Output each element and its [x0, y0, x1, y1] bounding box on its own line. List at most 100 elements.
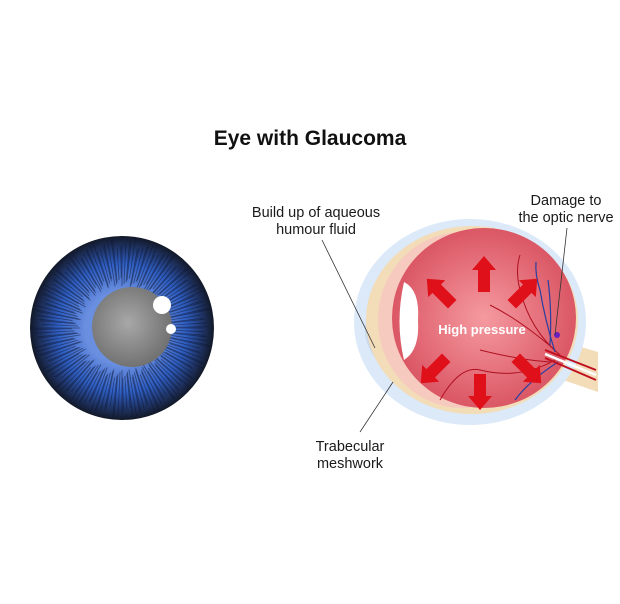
iris-fiber	[145, 254, 170, 292]
trabecular-label-2: meshwork	[317, 456, 384, 472]
optic-nerve-core	[544, 352, 597, 377]
iris-fiber	[36, 339, 78, 352]
iris-fiber	[171, 335, 208, 342]
iris-fiber	[153, 267, 183, 296]
iris-fiber	[164, 349, 203, 369]
iris-fiber	[117, 371, 121, 415]
iris-fiber	[43, 298, 83, 314]
iris-fiber	[37, 314, 73, 321]
iris-fiber	[64, 360, 93, 392]
iris-fiber	[148, 255, 174, 291]
aqueous-label-2: humour fluid	[276, 222, 356, 238]
iris-fiber	[83, 253, 103, 290]
iris-fiber	[40, 320, 77, 325]
iris-fiber	[84, 370, 101, 403]
iris-fibers	[31, 238, 211, 418]
iris-fiber	[169, 332, 207, 338]
iris-fiber	[45, 348, 86, 373]
iris-fiber	[103, 244, 112, 280]
iris-fiber	[159, 354, 192, 378]
iris-fiber	[47, 353, 80, 373]
iris-fiber	[54, 267, 90, 299]
iris-fiber	[56, 354, 88, 378]
iris-fiber	[37, 332, 77, 338]
iris-fiber	[66, 359, 95, 392]
iris-fiber	[90, 368, 106, 402]
iris-fiber	[60, 360, 91, 391]
iris-fiber	[139, 374, 156, 413]
iris-fiber	[135, 367, 149, 404]
iris-fiber	[129, 238, 136, 279]
iris-fiber	[166, 304, 206, 317]
iris-fiber	[54, 361, 86, 389]
iris-fiber	[44, 345, 76, 359]
iris-fiber	[52, 283, 86, 305]
iris-fiber	[148, 360, 178, 396]
iris-fiber	[39, 341, 81, 356]
iris-fiber	[132, 376, 141, 413]
iris-fiber	[126, 371, 134, 418]
iris-fiber	[148, 367, 167, 395]
iris-fiber	[116, 248, 120, 281]
iris-fiber	[43, 294, 82, 312]
iris-fiber	[74, 366, 95, 393]
iris-fiber	[49, 346, 81, 362]
iris-fiber	[166, 339, 200, 349]
iris-fiber	[141, 371, 159, 410]
iris-fiber	[35, 309, 80, 320]
iris-fiber	[41, 341, 83, 356]
lens	[399, 282, 419, 360]
iris-fiber	[135, 246, 148, 283]
iris-fiber	[78, 364, 102, 404]
iris-fiber	[80, 371, 98, 403]
iris-fiber	[99, 249, 111, 284]
iris-front-view	[30, 236, 214, 420]
iris-fiber	[105, 369, 115, 409]
eye-cross-section: High pressure	[354, 219, 598, 425]
iris-fiber	[135, 369, 148, 406]
iris-fiber	[143, 254, 159, 286]
iris-fiber	[66, 267, 90, 294]
iris-fiber	[80, 257, 102, 292]
iris-fiber	[42, 324, 79, 327]
iris-fiber	[158, 351, 193, 374]
iris-fiber	[107, 242, 116, 287]
iris-fiber	[167, 318, 205, 324]
iris-fiber	[112, 238, 118, 283]
iris-fiber	[133, 247, 144, 284]
iris-fiber	[33, 338, 76, 349]
pupil	[92, 287, 172, 367]
iris-fiber	[80, 259, 97, 286]
iris-fiber	[96, 251, 109, 287]
iris-fiber	[154, 362, 180, 390]
iris-fiber	[129, 249, 138, 287]
iris-fiber	[154, 357, 182, 382]
aqueous-label-1: Build up of aqueous	[252, 205, 380, 221]
iris-fiber	[39, 332, 79, 339]
iris-fiber	[42, 292, 81, 310]
iris-fiber	[149, 266, 177, 297]
iris-fiber	[103, 246, 112, 282]
iris-fiber	[43, 338, 74, 346]
iris-fiber	[89, 245, 105, 282]
iris-fiber	[53, 273, 84, 298]
iris-fiber	[109, 377, 115, 408]
iris-fiber	[151, 265, 179, 296]
iris-fiber	[85, 250, 104, 287]
iris-fiber	[161, 342, 202, 359]
iris-fiber	[74, 364, 99, 403]
iris-fiber	[124, 375, 128, 410]
iris-fiber	[165, 352, 193, 368]
iris-fiber	[41, 334, 81, 342]
optic-nerve-vessels	[544, 349, 597, 381]
iris-fiber	[163, 301, 204, 315]
iris-fiber	[112, 375, 118, 418]
iris-fiber	[164, 284, 196, 303]
iris-fiber	[56, 360, 88, 389]
highlight-small	[166, 324, 176, 334]
iris-fiber	[96, 373, 109, 412]
iris-fiber	[169, 343, 202, 355]
iris-fiber	[65, 265, 89, 292]
iris-fiber	[113, 373, 119, 417]
